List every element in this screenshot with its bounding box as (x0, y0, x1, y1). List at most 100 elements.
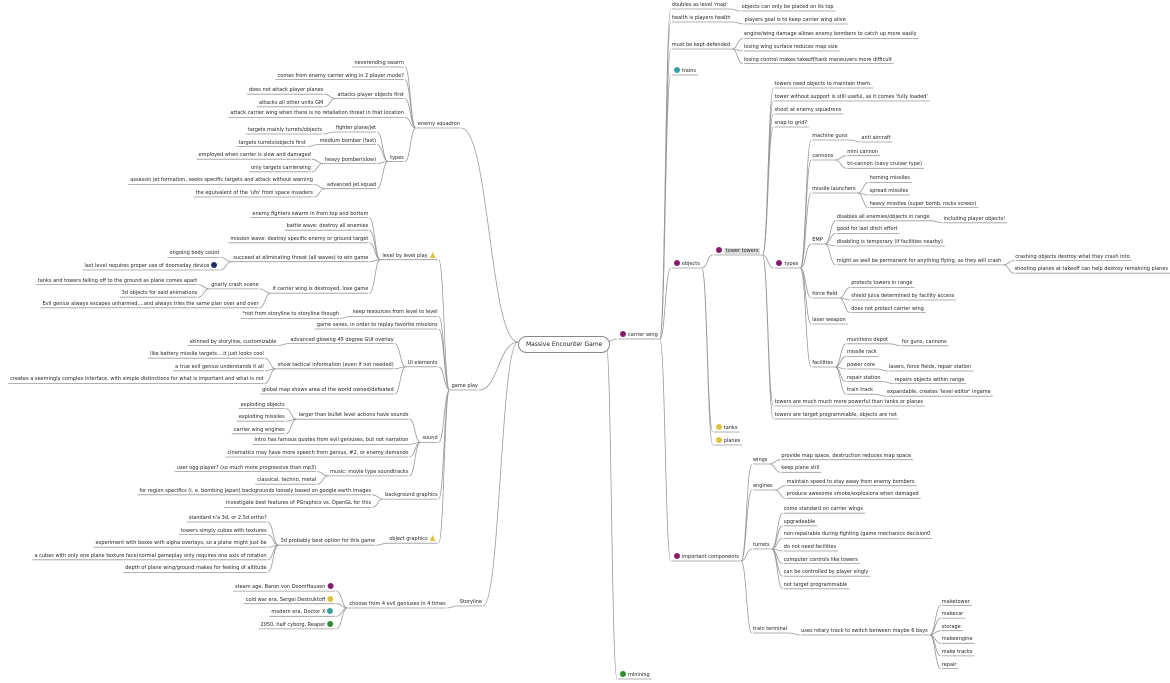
topic-node[interactable]: shoot at enemy squadrons (774, 106, 841, 114)
topic-node[interactable]: machine guns (812, 132, 847, 140)
topic-node[interactable]: facilities (812, 359, 833, 367)
topic-node[interactable]: carrier wing (618, 331, 658, 339)
topic-node[interactable]: creates a seemingly complex interface, w… (10, 375, 264, 383)
topic-node[interactable]: skinned by storyline, customizable (190, 338, 277, 346)
topic-node[interactable]: advanced jet squad (327, 181, 376, 189)
topic-node[interactable]: battle wave: destroy all enemies (287, 222, 369, 230)
topic-node[interactable]: anti aircraft (861, 134, 890, 142)
topic-node[interactable]: tanks and towers falling off to the grou… (38, 277, 197, 285)
topic-node[interactable]: show tactical information (even if not n… (278, 361, 394, 369)
topic-node[interactable]: does not attack player planes (249, 86, 323, 94)
topic-node[interactable]: cinematics may have more speech from gen… (227, 449, 408, 457)
topic-node[interactable]: might as well be permanent for anything … (837, 257, 1002, 265)
topic-node[interactable]: game saves, in order to replay favorite … (317, 321, 438, 329)
topic-node[interactable]: homing missiles (870, 174, 910, 182)
topic-node[interactable]: game play (452, 382, 478, 390)
topic-node[interactable]: health is players health (672, 14, 731, 22)
topic-node[interactable]: types (774, 260, 798, 268)
topic-node[interactable]: *not from storyline to storyline though (243, 310, 339, 318)
topic-node[interactable]: exploding objects (241, 401, 285, 409)
topic-node[interactable]: spread missiles (870, 187, 909, 195)
topic-node[interactable]: tower without support is still useful, a… (774, 93, 927, 101)
topic-node[interactable]: non-repairable during fighting (game mec… (784, 530, 931, 538)
topic-node[interactable]: wings (753, 456, 767, 464)
topic-node[interactable]: shield juice determined by facility acce… (851, 292, 954, 300)
topic-node[interactable]: fighter plane/jet (336, 124, 376, 132)
topic-node[interactable]: must be kept defended (672, 41, 730, 49)
topic-node[interactable]: comes from enemy carrier wing in 2 playe… (278, 72, 404, 80)
topic-node[interactable]: does not protect carrier wing (851, 305, 924, 313)
topic-node[interactable]: enemy fighters swarm in from top and bot… (252, 210, 368, 218)
topic-node[interactable]: good for last ditch effort (837, 225, 898, 233)
topic-node[interactable]: towers simply cubes with textures (181, 527, 267, 535)
topic-node[interactable]: mission wave: destroy specific enemy or … (230, 235, 368, 243)
topic-node[interactable]: tanks (714, 424, 738, 432)
topic-node[interactable]: classical, techno, metal (257, 476, 316, 484)
topic-node[interactable]: tri-cannon (navy cruiser type) (847, 160, 922, 168)
topic-node[interactable]: objects (672, 260, 700, 268)
topic-node[interactable]: keep resources from level to level (353, 308, 438, 316)
topic-node[interactable]: carrier wing engines (234, 426, 285, 434)
topic-node[interactable]: object graphics (389, 535, 437, 543)
topic-node[interactable]: music: movie type soundtracks (330, 468, 408, 476)
topic-node[interactable]: maintain speed to stay away from enemy b… (787, 478, 915, 486)
topic-node[interactable]: Storyline (460, 598, 482, 606)
topic-node[interactable]: mini cannon (847, 148, 878, 156)
topic-node[interactable]: 2050, half cyborg, Reaper (261, 620, 336, 629)
topic-node[interactable]: trains (672, 67, 696, 75)
topic-node[interactable]: players goal is to keep carrier wing ali… (745, 16, 846, 24)
topic-node[interactable]: assassin jet formation, seeks specific t… (130, 176, 313, 184)
topic-node[interactable]: losing wing surface reduces map size (744, 43, 838, 51)
topic-node[interactable]: towers are target programmable, objects … (774, 411, 896, 419)
topic-node[interactable]: power core (847, 361, 875, 369)
topic-node[interactable]: tower towers (714, 247, 761, 255)
topic-node[interactable]: train track (847, 386, 873, 394)
topic-node[interactable]: for region specifics (i. e. bombing japa… (139, 487, 371, 495)
topic-node[interactable]: experiment with boxes with alpha overlay… (95, 539, 266, 547)
topic-node[interactable]: upgradeable (784, 518, 816, 526)
topic-node[interactable]: attacks all other units GM (259, 99, 323, 107)
topic-node[interactable]: investigate best features of PGraphics v… (226, 499, 371, 507)
topic-node[interactable]: cannons (812, 152, 833, 160)
topic-node[interactable]: sound (422, 434, 437, 442)
topic-node[interactable]: 3d probably best option for this game (281, 537, 376, 545)
topic-node[interactable]: laser weapon (812, 316, 845, 324)
topic-node[interactable]: missile launchers (812, 185, 855, 193)
topic-node[interactable]: disables all enemies/objects in range (837, 213, 930, 221)
topic-node[interactable]: last level requires proper use of doomsd… (84, 262, 219, 270)
topic-node[interactable]: towers need objects to maintain them. (774, 80, 871, 88)
topic-node[interactable]: makecar (942, 610, 964, 618)
topic-node[interactable]: snap to grid? (774, 119, 807, 127)
topic-node[interactable]: repair (942, 661, 957, 669)
topic-node[interactable]: heavy missiles (super bomb, rocks screen… (870, 200, 977, 208)
topic-node[interactable]: types (390, 154, 404, 162)
topic-node[interactable]: neverending swarm (354, 59, 404, 67)
topic-node[interactable]: computer controls like towers (784, 556, 858, 564)
topic-node[interactable]: if carrier wing is destroyed, lose game (273, 285, 369, 293)
topic-node[interactable]: not target programmable (784, 581, 848, 589)
topic-node[interactable]: turrets (753, 541, 770, 549)
topic-node[interactable]: attacks player objects first (337, 91, 404, 99)
topic-node[interactable]: gnarly crash scene (211, 281, 258, 289)
topic-node[interactable]: make tracks (942, 648, 973, 656)
topic-node[interactable]: modern era, Doctor X (271, 608, 335, 616)
root-node[interactable]: Massive Encounter Game (518, 336, 611, 353)
topic-node[interactable]: including player objects! (944, 215, 1006, 223)
topic-node[interactable]: missile rack (847, 348, 877, 356)
topic-node[interactable]: maketower (942, 598, 970, 606)
topic-node[interactable]: medium bomber (fast) (320, 137, 376, 145)
topic-node[interactable]: disabling is temporary (if facilities ne… (837, 238, 943, 246)
topic-node[interactable]: makeengine (942, 635, 973, 643)
topic-node[interactable]: steam age, Baron von DoomHausen (235, 583, 335, 591)
topic-node[interactable]: like battery missile targets....it just … (150, 350, 264, 358)
topic-node[interactable]: crashing objects destroy what they crash… (1015, 253, 1129, 261)
topic-node[interactable]: for guns, cannons (902, 338, 947, 346)
topic-node[interactable]: depth of plane wing/ground makes for fee… (125, 564, 266, 572)
topic-node[interactable]: ongoing body count (170, 249, 220, 257)
topic-node[interactable]: train terminal (753, 625, 787, 633)
topic-node[interactable]: level by level play (382, 251, 437, 260)
topic-node[interactable]: heavy bomber(slow) (325, 156, 376, 164)
topic-node[interactable]: larger than bullet level actions have so… (299, 411, 409, 419)
topic-node[interactable]: losing control makes takeoff/tank maneuv… (744, 56, 892, 64)
topic-node[interactable]: targets turrets/objects first (239, 139, 306, 147)
